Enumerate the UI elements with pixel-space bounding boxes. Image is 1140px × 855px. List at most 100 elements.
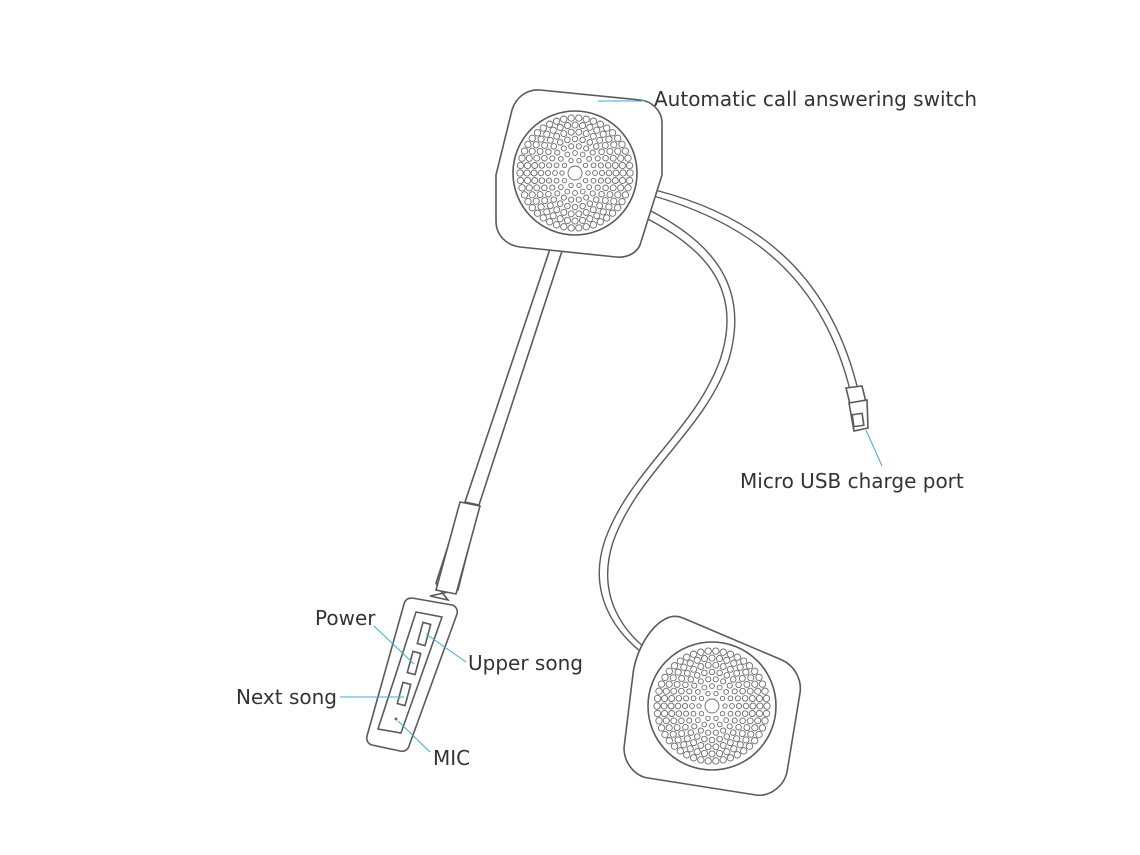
grill-hole — [698, 710, 705, 717]
grill-hole — [729, 703, 735, 709]
next-song-key — [396, 681, 412, 707]
grill-hole — [712, 676, 719, 683]
grill-hole — [549, 155, 556, 162]
grill-hole — [669, 674, 677, 682]
grill-hole — [546, 218, 554, 226]
grill-hole — [603, 124, 611, 132]
grill-hole — [543, 130, 551, 138]
grill-hole — [686, 659, 694, 667]
grill-hole — [568, 157, 574, 164]
grill-hole — [552, 221, 561, 229]
grill-hole — [575, 128, 583, 136]
grill-hole — [567, 128, 575, 136]
grill-hole — [754, 687, 762, 695]
grill-hole — [733, 669, 741, 677]
grill-hole — [589, 117, 598, 125]
boom-sleeve-body — [435, 501, 481, 595]
grill-hole — [708, 736, 716, 744]
grill-hole — [568, 196, 575, 203]
grill-hole — [556, 215, 564, 223]
grill-hole — [705, 715, 711, 722]
grill-hole — [614, 191, 622, 199]
grill-hole — [668, 695, 676, 702]
grill-hole — [618, 140, 626, 149]
grill-hole — [696, 703, 702, 709]
grill-hole — [729, 676, 737, 683]
grill-hole — [670, 742, 679, 750]
grill-hole — [758, 724, 767, 732]
grill-hole — [543, 208, 551, 216]
grill-hole — [524, 176, 532, 185]
grill-hole — [742, 668, 750, 676]
bottom-speaker — [623, 615, 802, 796]
grill-hole — [674, 668, 682, 676]
grill-hole — [705, 690, 711, 697]
grill-hole — [657, 724, 666, 732]
grill-hole — [680, 663, 688, 671]
grill-hole — [550, 196, 558, 203]
grill-hole — [596, 218, 604, 226]
grill-hole — [723, 733, 731, 740]
grill-hole — [665, 680, 673, 688]
grill-hole — [723, 672, 731, 679]
grill-hole — [568, 143, 575, 150]
grill-hole — [686, 717, 693, 724]
usb-cable-outer — [649, 194, 851, 391]
grill-hole — [665, 724, 673, 732]
grill-hole — [693, 656, 701, 664]
power-leader — [373, 625, 415, 665]
usb-cable-inner — [654, 189, 859, 391]
grill-hole — [549, 184, 556, 191]
grill-hole — [690, 665, 698, 673]
grill-hole — [561, 177, 568, 184]
grill-hole — [751, 667, 759, 675]
grill-hole — [748, 710, 756, 717]
grill-hole — [553, 177, 560, 184]
grill-hole — [560, 208, 568, 216]
grill-hole — [589, 190, 596, 197]
grill-hole — [586, 156, 592, 162]
grill-hole — [670, 717, 678, 725]
grill-hole — [675, 710, 683, 717]
grill-hole — [709, 683, 715, 689]
grill-hole — [561, 162, 568, 169]
grill-hole — [674, 702, 682, 710]
grill-hole — [582, 162, 589, 169]
grill-hole — [727, 695, 734, 702]
grill-hole — [564, 136, 571, 144]
grill-hole — [691, 723, 698, 730]
grill-hole — [735, 702, 743, 710]
grill-hole — [550, 143, 558, 150]
grill-hole — [733, 735, 741, 743]
grill-hole — [556, 123, 564, 131]
grill-hole — [726, 754, 735, 762]
grill-hole — [698, 695, 705, 702]
grill-hole — [612, 169, 620, 177]
grill-hole — [598, 190, 605, 198]
grill-hole — [716, 669, 723, 677]
grill-hole — [661, 709, 669, 718]
grill-hole — [531, 177, 539, 184]
grill-hole — [670, 687, 678, 695]
grill-hole — [720, 678, 727, 685]
grill-hole — [726, 650, 735, 658]
grill-hole — [598, 169, 606, 177]
grill-hole — [524, 197, 532, 206]
grill-hole — [746, 717, 754, 725]
grill-hole — [533, 154, 541, 162]
grill-hole — [668, 710, 676, 717]
grill-hole — [667, 702, 675, 710]
grill-hole — [758, 680, 767, 688]
grill-hole — [726, 665, 734, 673]
grill-hole — [614, 134, 622, 142]
grill-hole — [686, 688, 693, 695]
grill-hole — [610, 141, 618, 149]
grill-hole — [742, 702, 750, 710]
grill-hole — [539, 124, 547, 132]
grill-hole — [693, 733, 701, 740]
grill-hole — [756, 702, 764, 710]
grill-hole — [681, 702, 689, 710]
grill-hole — [749, 702, 757, 710]
grill-hole — [719, 710, 726, 717]
grill-hole — [516, 169, 524, 177]
